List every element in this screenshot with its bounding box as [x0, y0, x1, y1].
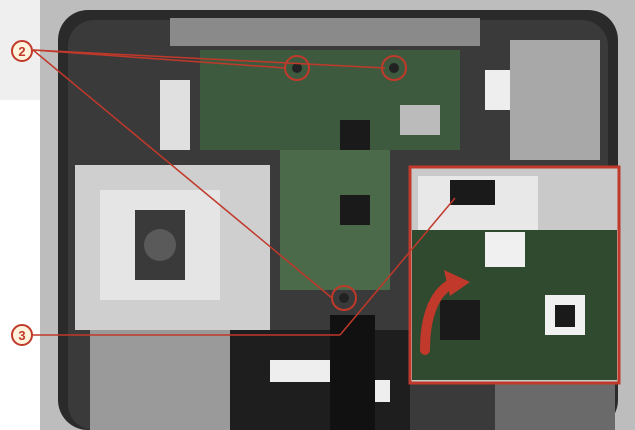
callout-2: 2: [11, 40, 33, 62]
screw-icon: [292, 63, 302, 73]
strap: [330, 315, 375, 430]
screw-icon: [339, 293, 349, 303]
detail-inset: [408, 165, 621, 385]
transmitter-interior-photo: [40, 0, 635, 430]
callout-3: 3: [11, 324, 33, 346]
photo-illustration: [40, 0, 635, 430]
screw-icon: [389, 63, 399, 73]
